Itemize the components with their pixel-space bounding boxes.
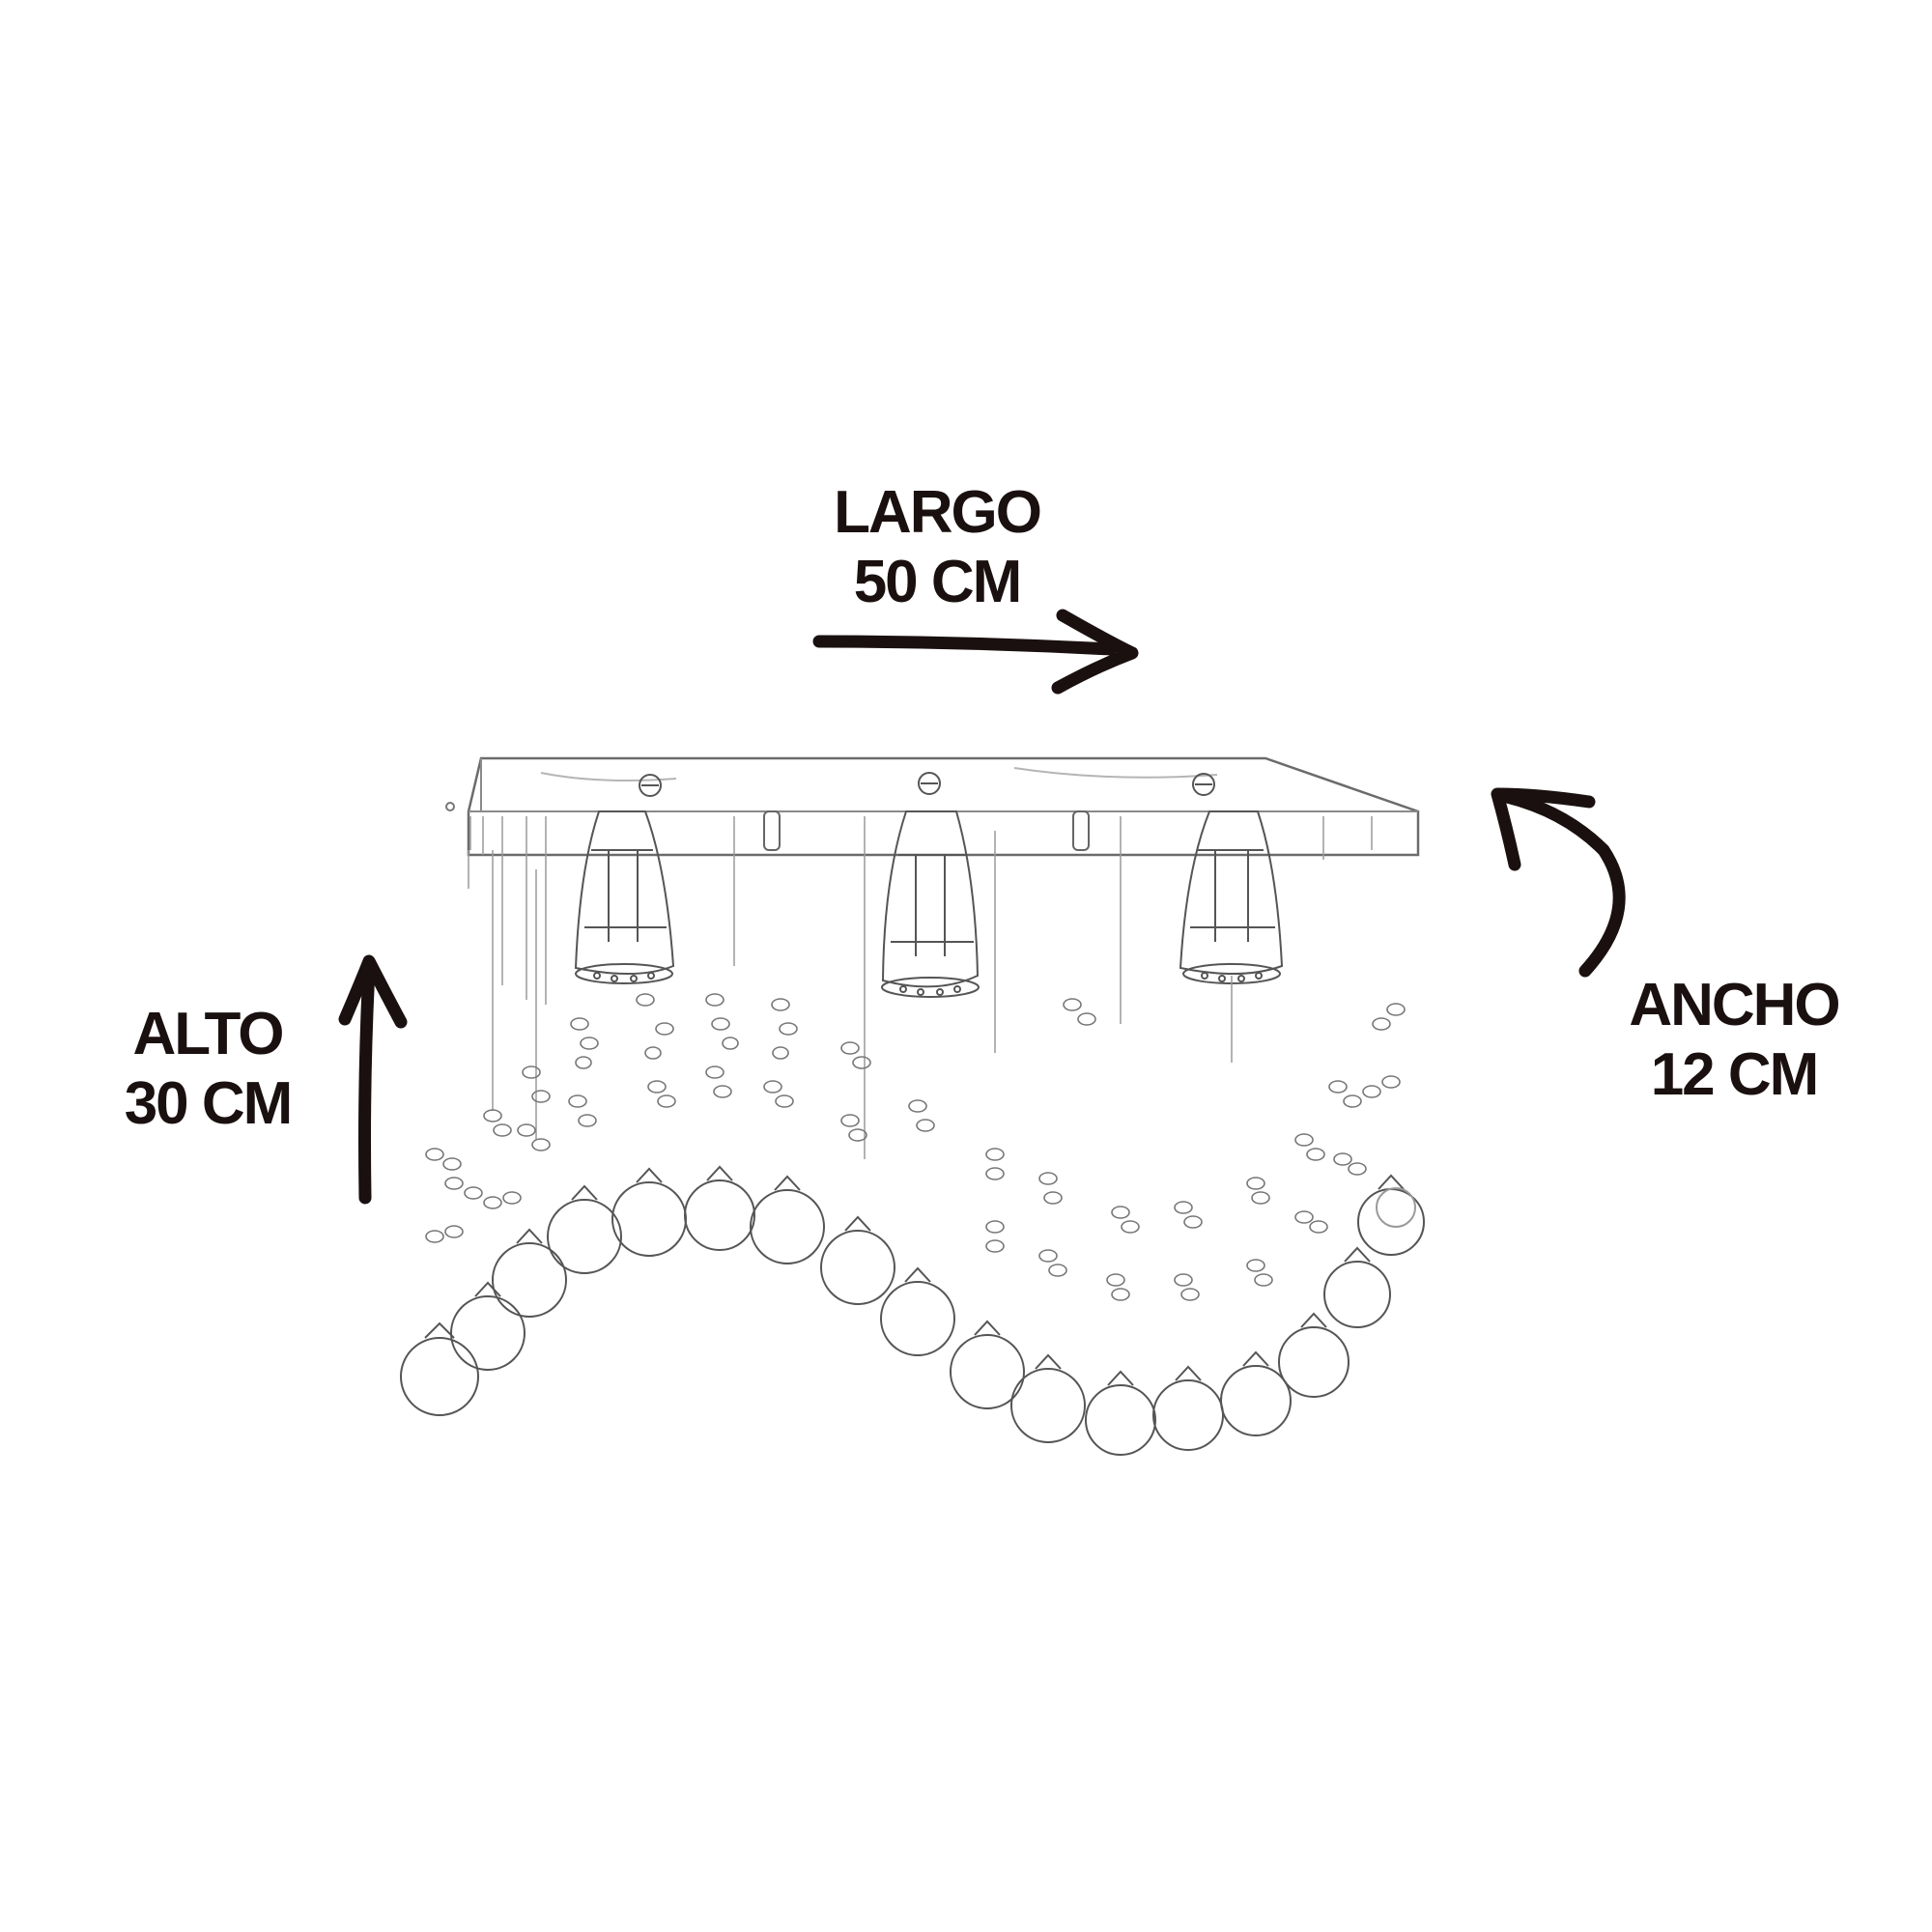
ceiling-plate — [445, 756, 1420, 857]
arrow-up-icon — [338, 954, 408, 1205]
largo-dimension-label: LARGO 50 CM — [773, 478, 1101, 617]
alto-value-text: 30 CM — [124, 1070, 294, 1137]
curved-arrow-up-left-icon — [1491, 787, 1626, 978]
lamp-shade-center — [881, 810, 980, 998]
crystal-beads — [425, 993, 1406, 1301]
arrow-right-icon — [812, 609, 1139, 695]
crystal-wires — [468, 816, 1373, 1159]
ancho-value-text: 12 CM — [1650, 1041, 1820, 1108]
largo-label-text: LARGO — [834, 479, 1042, 546]
lamp-shade-left — [574, 810, 675, 984]
ancho-label-text: ANCHO — [1629, 972, 1840, 1038]
largo-value-text: 50 CM — [853, 549, 1023, 615]
ancho-dimension-label: ANCHO 12 CM — [1608, 971, 1860, 1110]
alto-dimension-label: ALTO 30 CM — [92, 1000, 324, 1139]
lamp-shade-right — [1179, 810, 1284, 984]
chandelier-illustration — [400, 756, 1425, 1456]
alto-label-text: ALTO — [132, 1001, 284, 1067]
crystal-balls — [400, 1165, 1425, 1456]
